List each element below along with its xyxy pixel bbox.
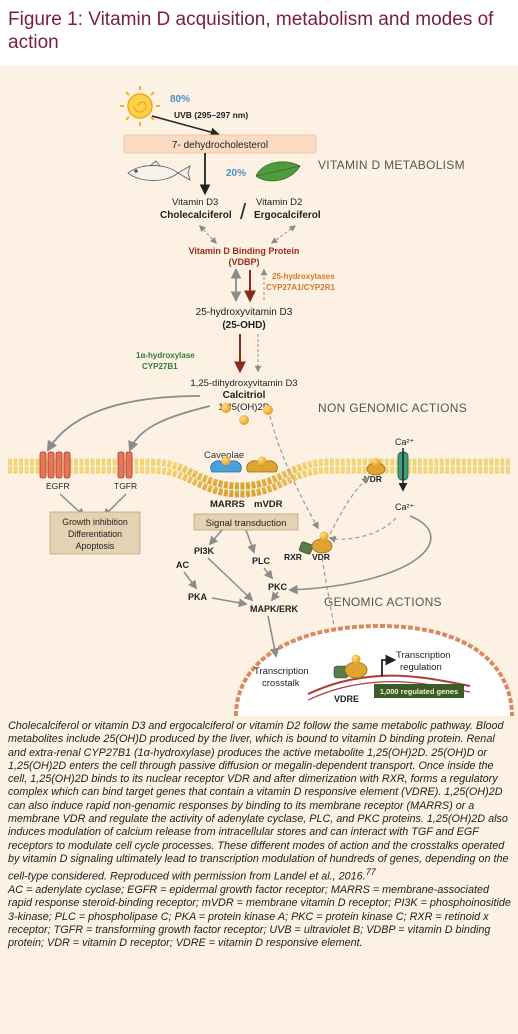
apoptosis-label: Apoptosis bbox=[76, 541, 115, 551]
caption-abbreviations: AC = adenylate cyclase; EGFR = epidermal… bbox=[8, 884, 511, 950]
complex-to-nucleus-arrow bbox=[321, 557, 345, 670]
cyp-label: CYP27A1/CYP2R1 bbox=[266, 283, 335, 292]
plc-to-pkc-arrow bbox=[263, 567, 274, 580]
caveolae-label: Caveolae bbox=[204, 450, 244, 461]
regulated-genes-label: 1,000 regulated genes bbox=[380, 687, 458, 696]
diet-percentage: 20% bbox=[226, 168, 246, 179]
transcription-regulation-label-1: Transcription bbox=[396, 650, 451, 661]
cholecalciferol-label: Cholecalciferol bbox=[160, 210, 232, 221]
vdbp-abbrev: (VDBP) bbox=[229, 257, 260, 267]
fish-icon bbox=[127, 160, 191, 181]
caption-panel: Cholecalciferol or vitamin D3 and ergoca… bbox=[0, 716, 518, 1034]
caption-main-text: Cholecalciferol or vitamin D3 and ergoca… bbox=[8, 720, 509, 883]
calcium-bottom-label: Ca²⁺ bbox=[395, 502, 415, 512]
uvb-arrow bbox=[151, 115, 220, 137]
leaf-icon bbox=[255, 161, 301, 182]
egfr-label: EGFR bbox=[46, 481, 70, 491]
transcription-regulation-label-2: regulation bbox=[400, 662, 442, 673]
plc-label: PLC bbox=[252, 556, 271, 566]
pka-label: PKA bbox=[188, 592, 208, 602]
slash-label: / bbox=[240, 199, 247, 224]
signal-to-pi3k-arrow bbox=[208, 529, 223, 546]
caption-reference: 77 bbox=[365, 867, 376, 878]
dehydrocholesterol-box bbox=[123, 134, 317, 154]
cell-membrane-inner bbox=[8, 466, 510, 498]
calcitriol-to-tgfr-arrow bbox=[128, 405, 211, 453]
ergocalciferol-label: Ergocalciferol bbox=[254, 210, 321, 221]
egfr-receptor bbox=[39, 451, 71, 479]
mapk-to-transcription-arrow bbox=[267, 615, 280, 658]
calcitriol-to-egfr-arrow bbox=[46, 395, 201, 452]
signal-transduction-label: Signal transduction bbox=[206, 518, 287, 529]
dehydrocholesterol-label: 7- dehydrocholesterol bbox=[172, 140, 268, 151]
differentiation-label: Differentiation bbox=[68, 529, 122, 539]
vitamin-d3-label: Vitamin D3 bbox=[172, 197, 218, 208]
alpha-hydroxylase-label: 1α-hydroxylase bbox=[136, 351, 195, 360]
figure-caption: Cholecalciferol or vitamin D3 and ergoca… bbox=[8, 720, 512, 951]
ac-label: AC bbox=[176, 560, 189, 570]
calcium-release-arrow bbox=[288, 515, 432, 595]
sun-icon bbox=[120, 86, 160, 126]
nuclear-rxr-vdr-complex bbox=[333, 654, 368, 679]
pkc-to-mapk-arrow bbox=[270, 591, 280, 602]
signal-to-plc-arrow bbox=[245, 529, 256, 554]
25-ohd-label: (25-OHD) bbox=[222, 320, 265, 331]
hydroxyvitamin-label: 25-hydroxyvitamin D3 bbox=[196, 307, 293, 318]
marrs-label: MARRS bbox=[210, 499, 245, 510]
pi3k-label: PI3K bbox=[194, 546, 215, 556]
growth-inhibition-label: Growth inhibition bbox=[62, 517, 128, 527]
pkc-label: PKC bbox=[268, 582, 288, 592]
tgfr-receptor bbox=[117, 451, 133, 479]
uvb-percentage: 80% bbox=[170, 94, 190, 105]
metabolism-heading: VITAMIN D METABOLISM bbox=[318, 158, 465, 172]
dihydroxyvitamin-label: 1,25-dihydroxyvitamin D3 bbox=[190, 378, 297, 389]
nongenomic-heading: NON GENOMIC ACTIONS bbox=[318, 401, 467, 415]
calcitriol-label: Calcitriol bbox=[223, 390, 266, 401]
caption-main: Cholecalciferol or vitamin D3 and ergoca… bbox=[8, 720, 512, 884]
calcium-top-label: Ca²⁺ bbox=[395, 437, 415, 447]
pi3k-to-mapk-arrow bbox=[207, 557, 254, 602]
rxr-vdr-complex bbox=[298, 531, 333, 555]
vdbp-label: Vitamin D Binding Protein bbox=[189, 246, 300, 256]
marrs-receptor bbox=[210, 456, 242, 473]
regulated-genes-box bbox=[374, 684, 464, 698]
ligand-balls bbox=[221, 403, 273, 425]
calcium-to-pkc-arrow bbox=[328, 517, 397, 543]
genomic-heading: GENOMIC ACTIONS bbox=[324, 595, 442, 609]
uvb-label: UVB (295–297 nm) bbox=[174, 110, 248, 120]
transcription-start-arrow bbox=[381, 654, 397, 676]
figure-title: Figure 1: Vitamin D acquisition, metabol… bbox=[8, 9, 494, 53]
cyp27b1-label: CYP27B1 bbox=[142, 362, 178, 371]
vitamin-d-diagram: 80% UVB (295–297 nm) 7- dehydrocholester… bbox=[8, 86, 514, 716]
vitamin-d2-label: Vitamin D2 bbox=[256, 197, 302, 208]
cyto-vdr-label: VDR bbox=[312, 552, 330, 562]
ac-to-pka-arrow bbox=[183, 571, 198, 590]
complex-to-membrane-vdr-arrow bbox=[329, 477, 370, 535]
rxr-label: RXR bbox=[284, 552, 302, 562]
mapk-label: MAPK/ERK bbox=[250, 604, 299, 614]
oh2d-label: 1,25(OH)2D bbox=[218, 402, 269, 413]
dna-strand bbox=[307, 674, 471, 695]
hydroxylases-label: 25-hydroxylases bbox=[272, 272, 335, 281]
growth-inhibition-box bbox=[49, 511, 141, 555]
vdbp-binding-arrows bbox=[199, 225, 297, 244]
mvdr-receptor bbox=[246, 456, 278, 473]
vdre-label: VDRE bbox=[334, 694, 359, 704]
transcription-crosstalk-label-1: Transcription bbox=[254, 666, 309, 677]
pka-to-mapk-arrow bbox=[211, 597, 248, 608]
mvdr-label: mVDR bbox=[254, 499, 283, 510]
tgfr-label: TGFR bbox=[114, 481, 137, 491]
membrane-vdr bbox=[366, 458, 386, 476]
cell-membrane bbox=[8, 458, 510, 490]
membrane-vdr-label: VDR bbox=[364, 474, 382, 484]
transcription-crosstalk-label-2: crosstalk bbox=[262, 678, 300, 689]
